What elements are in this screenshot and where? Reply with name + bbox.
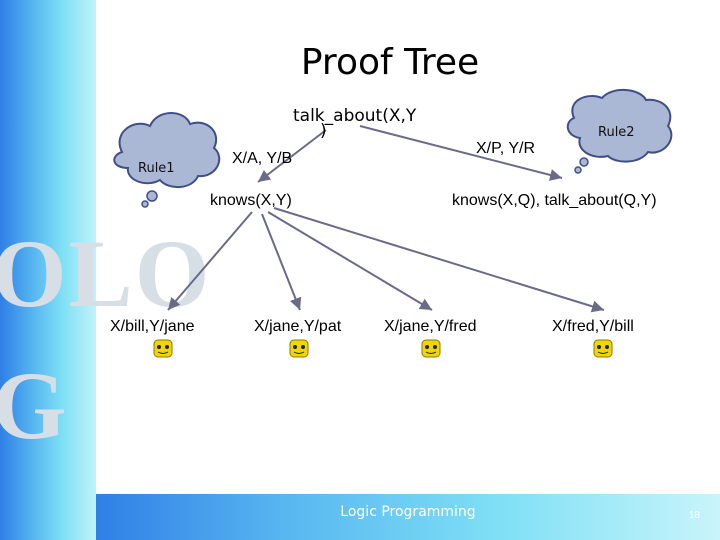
edge-leaf-4 <box>273 207 605 313</box>
left-substitution-label: X/A, Y/B <box>232 150 293 167</box>
edge-leaf-2 <box>261 213 302 311</box>
rule2-label: Rule2 <box>598 125 635 140</box>
smiley-icon <box>289 339 309 358</box>
background-letters-g: G <box>0 352 69 459</box>
left-child-goal: knows(X,Y) <box>210 192 292 209</box>
leaf-3: X/jane,Y/fred <box>384 318 477 335</box>
smiley-icon <box>421 339 441 358</box>
rule1-cloud-icon: Rule1 <box>113 112 221 208</box>
footer-title: Logic Programming <box>340 504 476 520</box>
slide-title: Proof Tree <box>300 42 480 83</box>
edge-leaf-3 <box>267 211 433 311</box>
page-number: 18 <box>688 510 700 521</box>
right-substitution-label: X/P, Y/R <box>476 140 535 157</box>
smiley-icon <box>593 339 613 358</box>
root-goal-line1: talk_about(X,Y <box>293 106 417 126</box>
right-child-goal: knows(X,Q), talk_about(Q,Y) <box>452 192 657 209</box>
leaf-4: X/fred,Y/bill <box>552 318 634 335</box>
edge-leaf-1 <box>167 211 253 311</box>
edge-root-left <box>257 129 327 183</box>
rule2-cloud-icon: Rule2 <box>566 89 673 174</box>
smiley-icon <box>153 339 173 358</box>
footer-bar: Logic Programming 18 <box>96 494 720 540</box>
root-goal-line2: ) <box>320 121 327 141</box>
rule1-label: Rule1 <box>138 161 175 176</box>
leaf-2: X/jane,Y/pat <box>254 318 342 335</box>
edge-root-right <box>359 125 563 181</box>
leaf-1: X/bill,Y/jane <box>110 318 195 335</box>
side-gradient-bar <box>0 0 96 540</box>
